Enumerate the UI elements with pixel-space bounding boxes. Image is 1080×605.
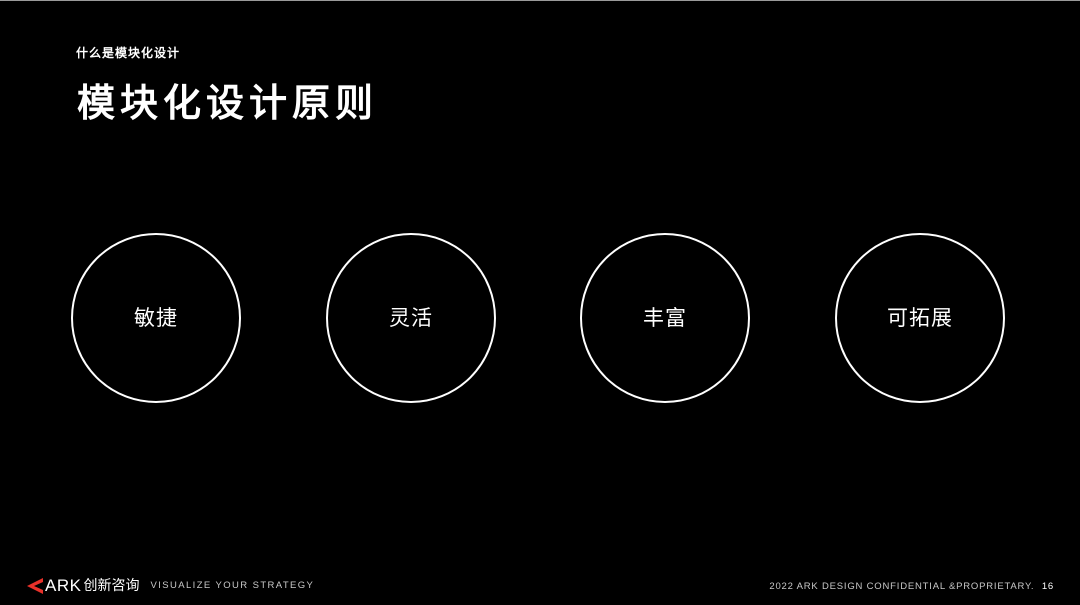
top-divider xyxy=(0,0,1080,1)
principle-label: 丰富 xyxy=(643,306,687,330)
brand-tagline: VISUALIZE YOUR STRATEGY xyxy=(150,580,315,591)
principle-circle-flexible: 灵活 xyxy=(326,233,496,403)
brand-wordmark: ARK xyxy=(45,576,82,595)
principle-circle-extensible: 可拓展 xyxy=(835,233,1005,403)
principle-label: 灵活 xyxy=(389,306,433,330)
principle-circle-agile: 敏捷 xyxy=(71,233,241,403)
ark-logo-icon xyxy=(27,578,43,594)
copyright-text: 2022 ARK DESIGN CONFIDENTIAL &PROPRIETAR… xyxy=(769,581,1035,592)
brand-chinese-name: 创新咨询 xyxy=(83,578,140,594)
footer-copyright: 2022 ARK DESIGN CONFIDENTIAL &PROPRIETAR… xyxy=(769,580,1054,594)
principle-label: 敏捷 xyxy=(134,306,178,330)
page-title: 模块化设计原则 xyxy=(77,81,379,125)
section-label: 什么是模块化设计 xyxy=(76,46,181,60)
footer-brand: ARK 创新咨询 VISUALIZE YOUR STRATEGY xyxy=(27,577,314,595)
principle-label: 可拓展 xyxy=(887,306,953,330)
principle-circle-rich: 丰富 xyxy=(580,233,750,403)
page-number: 16 xyxy=(1041,581,1054,592)
